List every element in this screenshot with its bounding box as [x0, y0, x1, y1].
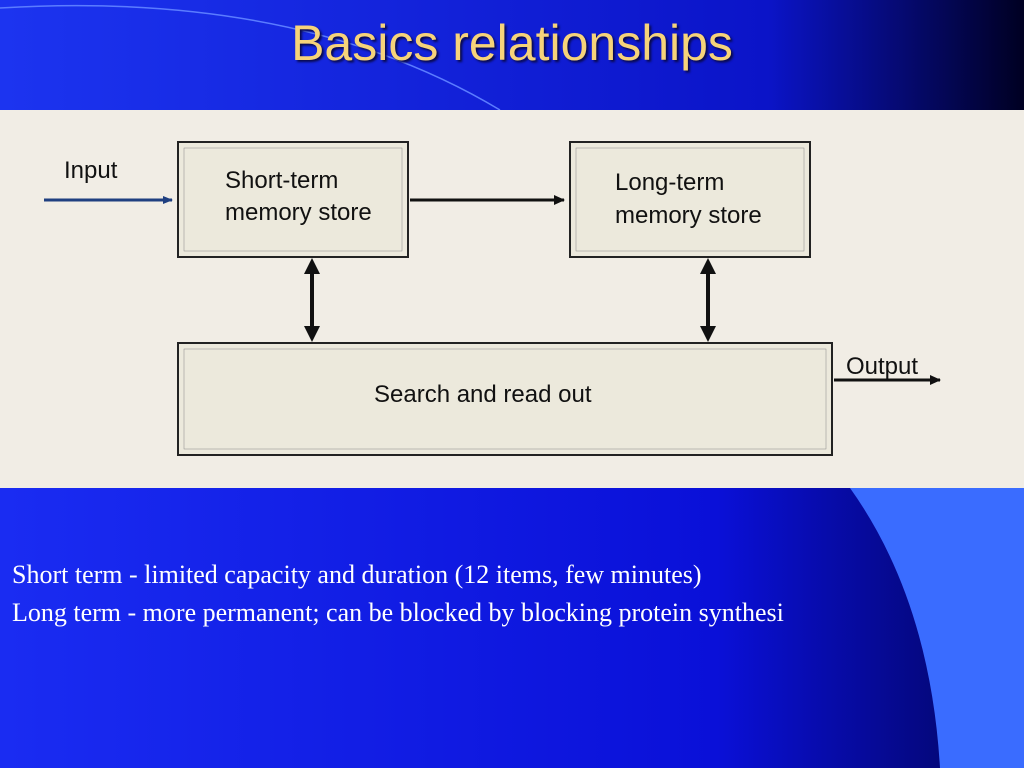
short-term-box: Short-term memory store	[177, 141, 409, 258]
input-label: Input	[64, 157, 118, 184]
decorative-arc	[0, 4, 501, 111]
short-term-line1: Short-term	[225, 167, 338, 194]
caption: Short term - limited capacity and durati…	[12, 556, 1024, 632]
search-readout-box: Search and read out	[177, 342, 833, 456]
caption-line-short-term: Short term - limited capacity and durati…	[12, 560, 702, 589]
long-term-box: Long-term memory store	[569, 141, 811, 258]
long-term-line2: memory store	[615, 202, 762, 229]
long-term-search-arrow	[700, 258, 716, 342]
page-title: Basics relationships	[291, 15, 733, 71]
output-label: Output	[846, 353, 918, 380]
long-term-line1: Long-term	[615, 169, 724, 196]
memory-diagram: Input Short-term memory store Long-term …	[0, 110, 1024, 488]
short-term-line2: memory store	[225, 199, 372, 226]
short-term-search-arrow	[304, 258, 320, 342]
search-readout-label: Search and read out	[374, 381, 592, 408]
accent-shape	[850, 488, 1024, 768]
caption-line-long-term: Long term - more permanent; can be block…	[12, 598, 784, 627]
